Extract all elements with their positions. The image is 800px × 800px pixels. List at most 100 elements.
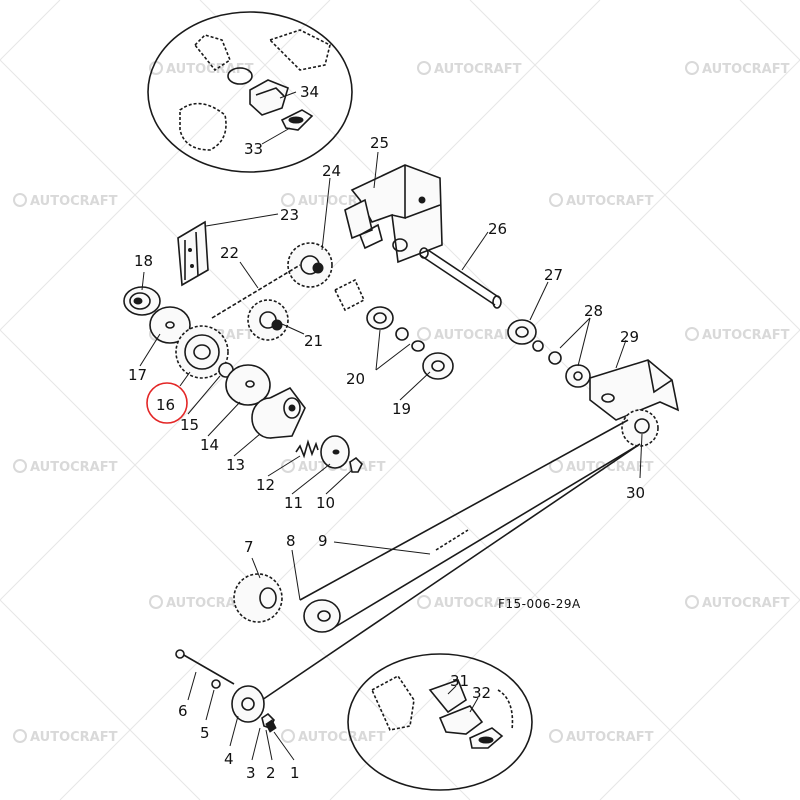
watermark-text: AUTOCRAFT [566, 460, 654, 475]
part-31-body [428, 678, 467, 714]
part-20-plate [333, 278, 425, 352]
part-label-24: 24 [322, 162, 341, 180]
part-label-29: 29 [620, 328, 639, 346]
part-label-12: 12 [256, 476, 275, 494]
part-16-sprocket [175, 325, 229, 379]
part-27-bearing [507, 319, 537, 345]
part-label-33: 33 [244, 140, 263, 158]
watermark-logo: AUTOCRAFT [13, 459, 118, 475]
watermark-logo: AUTOCRAFT [685, 595, 790, 611]
watermark-logo: AUTOCRAFT [149, 595, 254, 611]
watermark-logo: AUTOCRAFT [281, 459, 386, 475]
part-12-spring [295, 439, 319, 459]
part-label-15: 15 [180, 416, 199, 434]
part-16-highlight-circle [146, 382, 188, 424]
part-18-hub [123, 286, 161, 316]
watermark-logo: AUTOCRAFT [549, 193, 654, 209]
watermark-text: AUTOCRAFT [434, 596, 522, 611]
watermark-text: AUTOCRAFT [702, 62, 790, 77]
part-label-2: 2 [266, 764, 276, 782]
watermark-logo: AUTOCRAFT [417, 327, 522, 343]
part-label-9: 9 [318, 532, 328, 550]
part-5-washer [211, 679, 221, 689]
part-label-20: 20 [346, 370, 365, 388]
detail-inset-bottom [347, 653, 533, 791]
watermark-logo: AUTOCRAFT [417, 595, 522, 611]
part-label-28: 28 [584, 302, 603, 320]
watermark-logo: AUTOCRAFT [13, 193, 118, 209]
watermark-logo: AUTOCRAFT [549, 729, 654, 745]
part-label-21: 21 [304, 332, 323, 350]
part-label-31: 31 [450, 672, 469, 690]
part-label-10: 10 [316, 494, 335, 512]
part-23-plate [177, 220, 209, 287]
part-label-18: 18 [134, 252, 153, 270]
figure-code: F15-006-29A [498, 597, 581, 611]
part-label-6: 6 [178, 702, 188, 720]
part-label-22: 22 [220, 244, 239, 262]
part-label-14: 14 [200, 436, 219, 454]
watermark-text: AUTOCRAFT [30, 194, 118, 209]
part-label-27: 27 [544, 266, 563, 284]
part-label-25: 25 [370, 134, 389, 152]
detail-inset-top [147, 11, 353, 173]
part-14-washer [225, 364, 271, 406]
watermark-text: AUTOCRAFT [434, 328, 522, 343]
watermark-labels: AUTOCRAFT AUTOCRAFT AUTOCRAFT AUTOCRAFT … [13, 61, 790, 745]
part-13-drum [251, 386, 306, 439]
part-label-4: 4 [224, 750, 234, 768]
part-label-32: 32 [472, 684, 491, 702]
watermark-text: AUTOCRAFT [434, 62, 522, 77]
part-label-7: 7 [244, 538, 254, 556]
part-7-sprocket [233, 573, 283, 623]
watermark-logo: AUTOCRAFT [13, 729, 118, 745]
part-6-bolt [175, 649, 235, 685]
watermark-logo: AUTOCRAFT [417, 61, 522, 77]
part-30-sprocket [621, 409, 659, 447]
part-11-washer [320, 435, 350, 469]
watermark-text: AUTOCRAFT [702, 328, 790, 343]
part-29-angle-bracket [589, 359, 680, 421]
part-label-1: 1 [290, 764, 300, 782]
watermark-text: AUTOCRAFT [298, 730, 386, 745]
part-22-chain [211, 264, 301, 319]
watermark-logo: AUTOCRAFT [685, 61, 790, 77]
part-8-sprocket [303, 599, 341, 633]
part-34-body [249, 79, 289, 116]
part-label-5: 5 [200, 724, 210, 742]
watermark-text: AUTOCRAFT [298, 460, 386, 475]
part-28-bushings [532, 340, 591, 388]
part-4-sprocket [231, 685, 265, 723]
watermark-text: AUTOCRAFT [702, 596, 790, 611]
part-32-body [438, 705, 484, 735]
part-label-8: 8 [286, 532, 296, 550]
part-19-seal [422, 352, 454, 380]
part-labels: 1 2 3 4 5 6 7 8 9 10 11 12 13 14 15 16 1… [128, 83, 645, 782]
part-26-shaft [419, 247, 502, 309]
part-label-34: 34 [300, 83, 319, 101]
part-label-3: 3 [246, 764, 256, 782]
part-1-3-nuts [261, 712, 277, 733]
part-9-chain [261, 419, 641, 701]
watermark-text: AUTOCRAFT [166, 596, 254, 611]
part-label-16: 16 [156, 396, 175, 414]
part-25-bracket [344, 164, 443, 264]
part-label-30: 30 [626, 484, 645, 502]
part-21-sprocket [247, 299, 289, 341]
leader-lines [139, 91, 643, 761]
part-label-19: 19 [392, 400, 411, 418]
part-24-sprocket [287, 242, 333, 288]
watermark-logo: AUTOCRAFT [685, 327, 790, 343]
watermark-text: AUTOCRAFT [166, 62, 254, 77]
part-label-13: 13 [226, 456, 245, 474]
watermark-text: AUTOCRAFT [566, 194, 654, 209]
part-label-17: 17 [128, 366, 147, 384]
part-label-11: 11 [284, 494, 303, 512]
part-label-26: 26 [488, 220, 507, 238]
watermark-text: AUTOCRAFT [30, 460, 118, 475]
watermark-logo: AUTOCRAFT [281, 729, 386, 745]
watermark-text: AUTOCRAFT [30, 730, 118, 745]
